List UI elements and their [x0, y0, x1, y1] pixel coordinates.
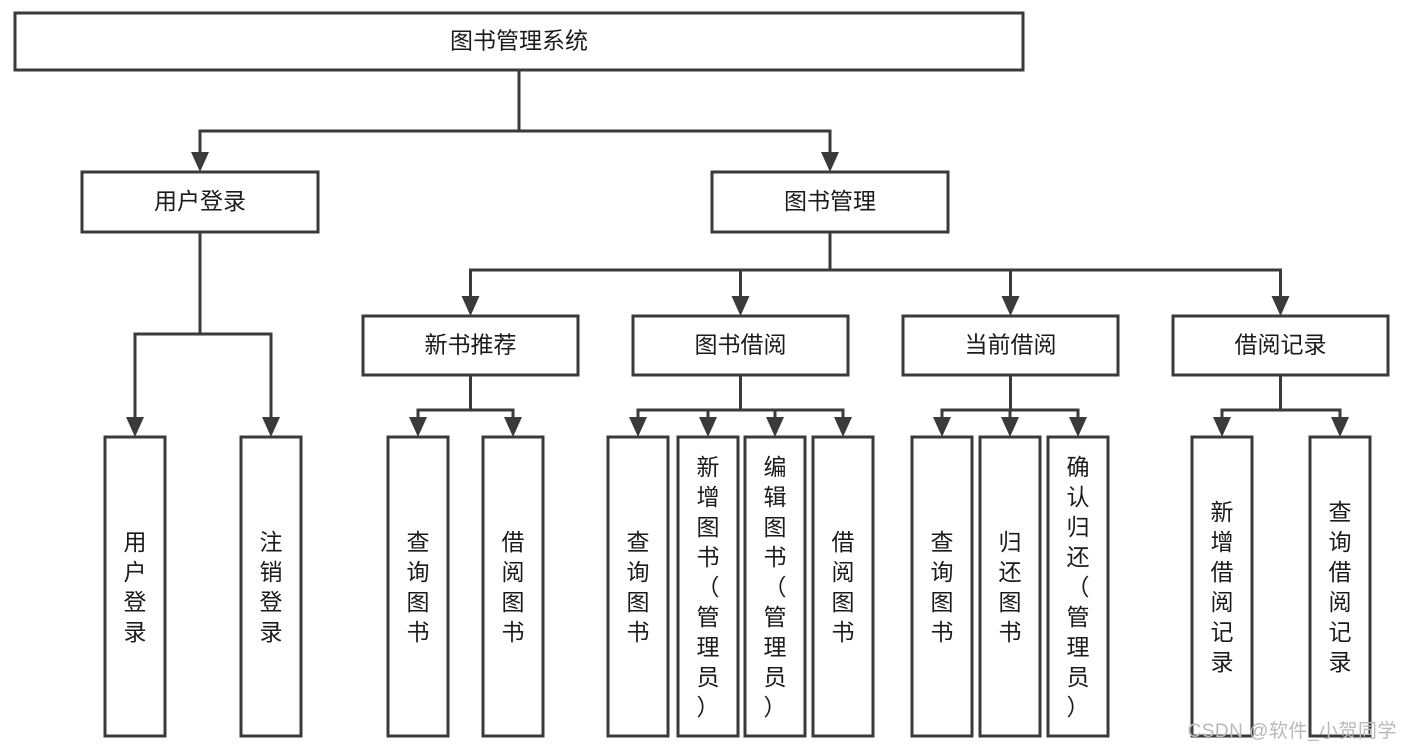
node-leaf-logout-rect[interactable] — [239, 435, 303, 738]
node-leaf-query-book-3-label: 查询图书 — [931, 529, 954, 645]
node-book-management-label: 图书管理 — [784, 188, 876, 214]
arrow-head-icon — [766, 417, 784, 437]
arrow-head-icon — [1001, 417, 1019, 437]
node-leaf-query-borrow-record-rect[interactable] — [1308, 435, 1372, 738]
node-leaf-borrow-book-1-label: 借阅图书 — [502, 529, 525, 645]
arrow-head-icon — [1331, 417, 1349, 437]
node-new-book-recommend-rect[interactable] — [361, 314, 580, 377]
node-leaf-confirm-return-admin-rect[interactable] — [1046, 435, 1110, 738]
node-new-book-recommend[interactable]: 新书推荐 — [361, 314, 580, 377]
arrow-head-icon — [461, 296, 480, 316]
node-leaf-query-book-2[interactable]: 查询图书 — [606, 435, 670, 738]
arrow-head-icon — [1271, 296, 1290, 316]
node-root[interactable]: 图书管理系统 — [13, 11, 1025, 72]
node-leaf-add-borrow-record-rect[interactable] — [1190, 435, 1254, 738]
node-leaf-user-login-rect[interactable] — [103, 435, 167, 738]
node-leaf-borrow-book-1[interactable]: 借阅图书 — [481, 435, 545, 738]
node-leaf-confirm-return-admin-label: 确认归还（管理员） — [1067, 454, 1090, 720]
arrow-head-icon — [731, 296, 750, 316]
node-leaf-add-book-admin-label: 新增图书（管理员） — [697, 454, 720, 720]
node-leaf-edit-book-admin-label: 编辑图书（管理员） — [764, 454, 787, 720]
node-leaf-confirm-return-admin[interactable]: 确认归还（管理员） — [1046, 435, 1110, 738]
node-user-login-label: 用户登录 — [154, 188, 246, 214]
node-leaf-add-borrow-record-label: 新增借阅记录 — [1211, 499, 1234, 675]
node-leaf-query-book-3[interactable]: 查询图书 — [910, 435, 974, 738]
node-leaf-borrow-book-1-rect[interactable] — [481, 435, 545, 738]
node-leaf-query-borrow-record-label: 查询借阅记录 — [1329, 499, 1352, 675]
node-root-rect[interactable] — [13, 11, 1025, 72]
node-leaf-user-login[interactable]: 用户登录 — [103, 435, 167, 738]
node-leaf-logout[interactable]: 注销登录 — [239, 435, 303, 738]
node-leaf-logout-label: 注销登录 — [260, 529, 283, 645]
node-new-book-recommend-label: 新书推荐 — [425, 332, 517, 358]
node-user-login-rect[interactable] — [80, 170, 320, 234]
node-leaf-edit-book-admin-rect[interactable] — [743, 435, 807, 738]
node-book-management-rect[interactable] — [710, 170, 950, 234]
node-borrow-record-label: 借阅记录 — [1235, 332, 1327, 358]
arrow-head-icon — [629, 417, 647, 437]
node-leaf-edit-book-admin[interactable]: 编辑图书（管理员） — [743, 435, 807, 738]
node-leaf-return-book-label: 归还图书 — [999, 529, 1022, 645]
node-current-borrow[interactable]: 当前借阅 — [901, 314, 1120, 377]
node-borrow-record[interactable]: 借阅记录 — [1171, 314, 1390, 377]
node-layer: 图书管理系统用户登录图书管理新书推荐图书借阅当前借阅借阅记录用户登录注销登录查询… — [13, 11, 1390, 738]
node-leaf-query-book-1-rect[interactable] — [386, 435, 450, 738]
arrow-head-icon — [126, 417, 144, 437]
node-book-management[interactable]: 图书管理 — [710, 170, 950, 234]
node-leaf-query-book-1[interactable]: 查询图书 — [386, 435, 450, 738]
arrow-head-icon — [834, 417, 852, 437]
node-book-borrow-rect[interactable] — [631, 314, 850, 377]
node-leaf-borrow-book-2-label: 借阅图书 — [832, 529, 855, 645]
connector-layer — [126, 68, 1349, 437]
arrow-head-icon — [1213, 417, 1231, 437]
node-leaf-borrow-book-2-rect[interactable] — [811, 435, 875, 738]
node-current-borrow-rect[interactable] — [901, 314, 1120, 377]
arrow-head-icon — [191, 152, 209, 172]
node-root-label: 图书管理系统 — [450, 28, 588, 54]
arrow-head-icon — [1001, 296, 1020, 316]
arrow-head-icon — [409, 417, 427, 437]
node-book-borrow-label: 图书借阅 — [695, 332, 787, 358]
arrow-head-icon — [262, 417, 280, 437]
arrow-head-icon — [933, 417, 951, 437]
node-user-login[interactable]: 用户登录 — [80, 170, 320, 234]
node-leaf-add-book-admin[interactable]: 新增图书（管理员） — [676, 435, 740, 738]
node-borrow-record-rect[interactable] — [1171, 314, 1390, 377]
node-book-borrow[interactable]: 图书借阅 — [631, 314, 850, 377]
node-leaf-query-book-2-label: 查询图书 — [627, 529, 650, 645]
arrow-head-icon — [699, 417, 717, 437]
node-current-borrow-label: 当前借阅 — [965, 332, 1057, 358]
arrow-head-icon — [1069, 417, 1087, 437]
node-leaf-borrow-book-2[interactable]: 借阅图书 — [811, 435, 875, 738]
node-leaf-return-book-rect[interactable] — [978, 435, 1042, 738]
node-leaf-return-book[interactable]: 归还图书 — [978, 435, 1042, 738]
arrow-head-icon — [504, 417, 522, 437]
node-leaf-query-book-1-label: 查询图书 — [407, 529, 430, 645]
node-leaf-user-login-label: 用户登录 — [124, 529, 147, 645]
node-leaf-query-book-3-rect[interactable] — [910, 435, 974, 738]
node-leaf-add-borrow-record[interactable]: 新增借阅记录 — [1190, 435, 1254, 738]
node-leaf-add-book-admin-rect[interactable] — [676, 435, 740, 738]
node-leaf-query-book-2-rect[interactable] — [606, 435, 670, 738]
node-leaf-query-borrow-record[interactable]: 查询借阅记录 — [1308, 435, 1372, 738]
arrow-head-icon — [821, 152, 839, 172]
